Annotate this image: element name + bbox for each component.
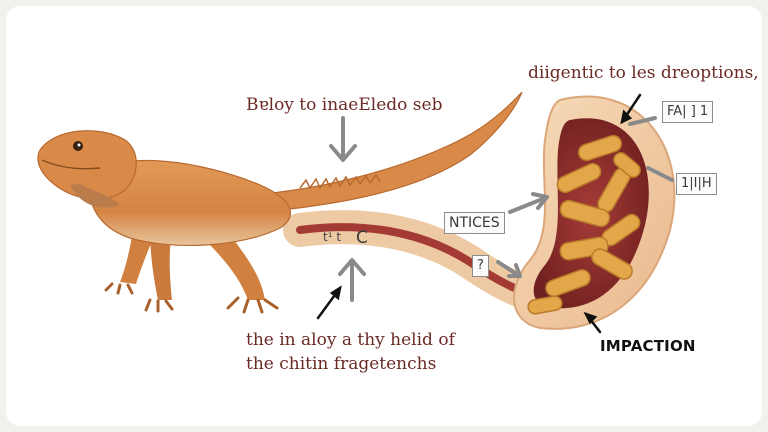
label-bottom-line2: the chitin fragetenchs <box>246 354 437 374</box>
tail-c-label: C <box>356 228 368 248</box>
black-pointers <box>316 93 642 334</box>
impaction-label: IMPACTION <box>600 337 696 355</box>
label-bottom: the in aloy a thy helid of the chitin fr… <box>246 328 455 376</box>
label-bottom-line1: the in aloy a thy helid of <box>246 330 455 350</box>
tag-ih: 1|I|H <box>676 173 717 195</box>
worm-fragments <box>527 134 641 315</box>
label-top-right: diigentic to les dreoptions, <box>528 63 759 83</box>
bearded-dragon <box>37 130 291 314</box>
label-top-left: Bɐloy to inaeEledo seb <box>246 95 443 115</box>
tag-nitices: NTICES <box>444 212 505 234</box>
tag-fa: FA| ] 1 <box>662 101 714 123</box>
tag-question: ? <box>472 255 489 277</box>
pointer-arrows <box>329 116 674 302</box>
tail-small-tag: t¹ t <box>323 230 342 244</box>
tail-spikes <box>299 173 381 190</box>
